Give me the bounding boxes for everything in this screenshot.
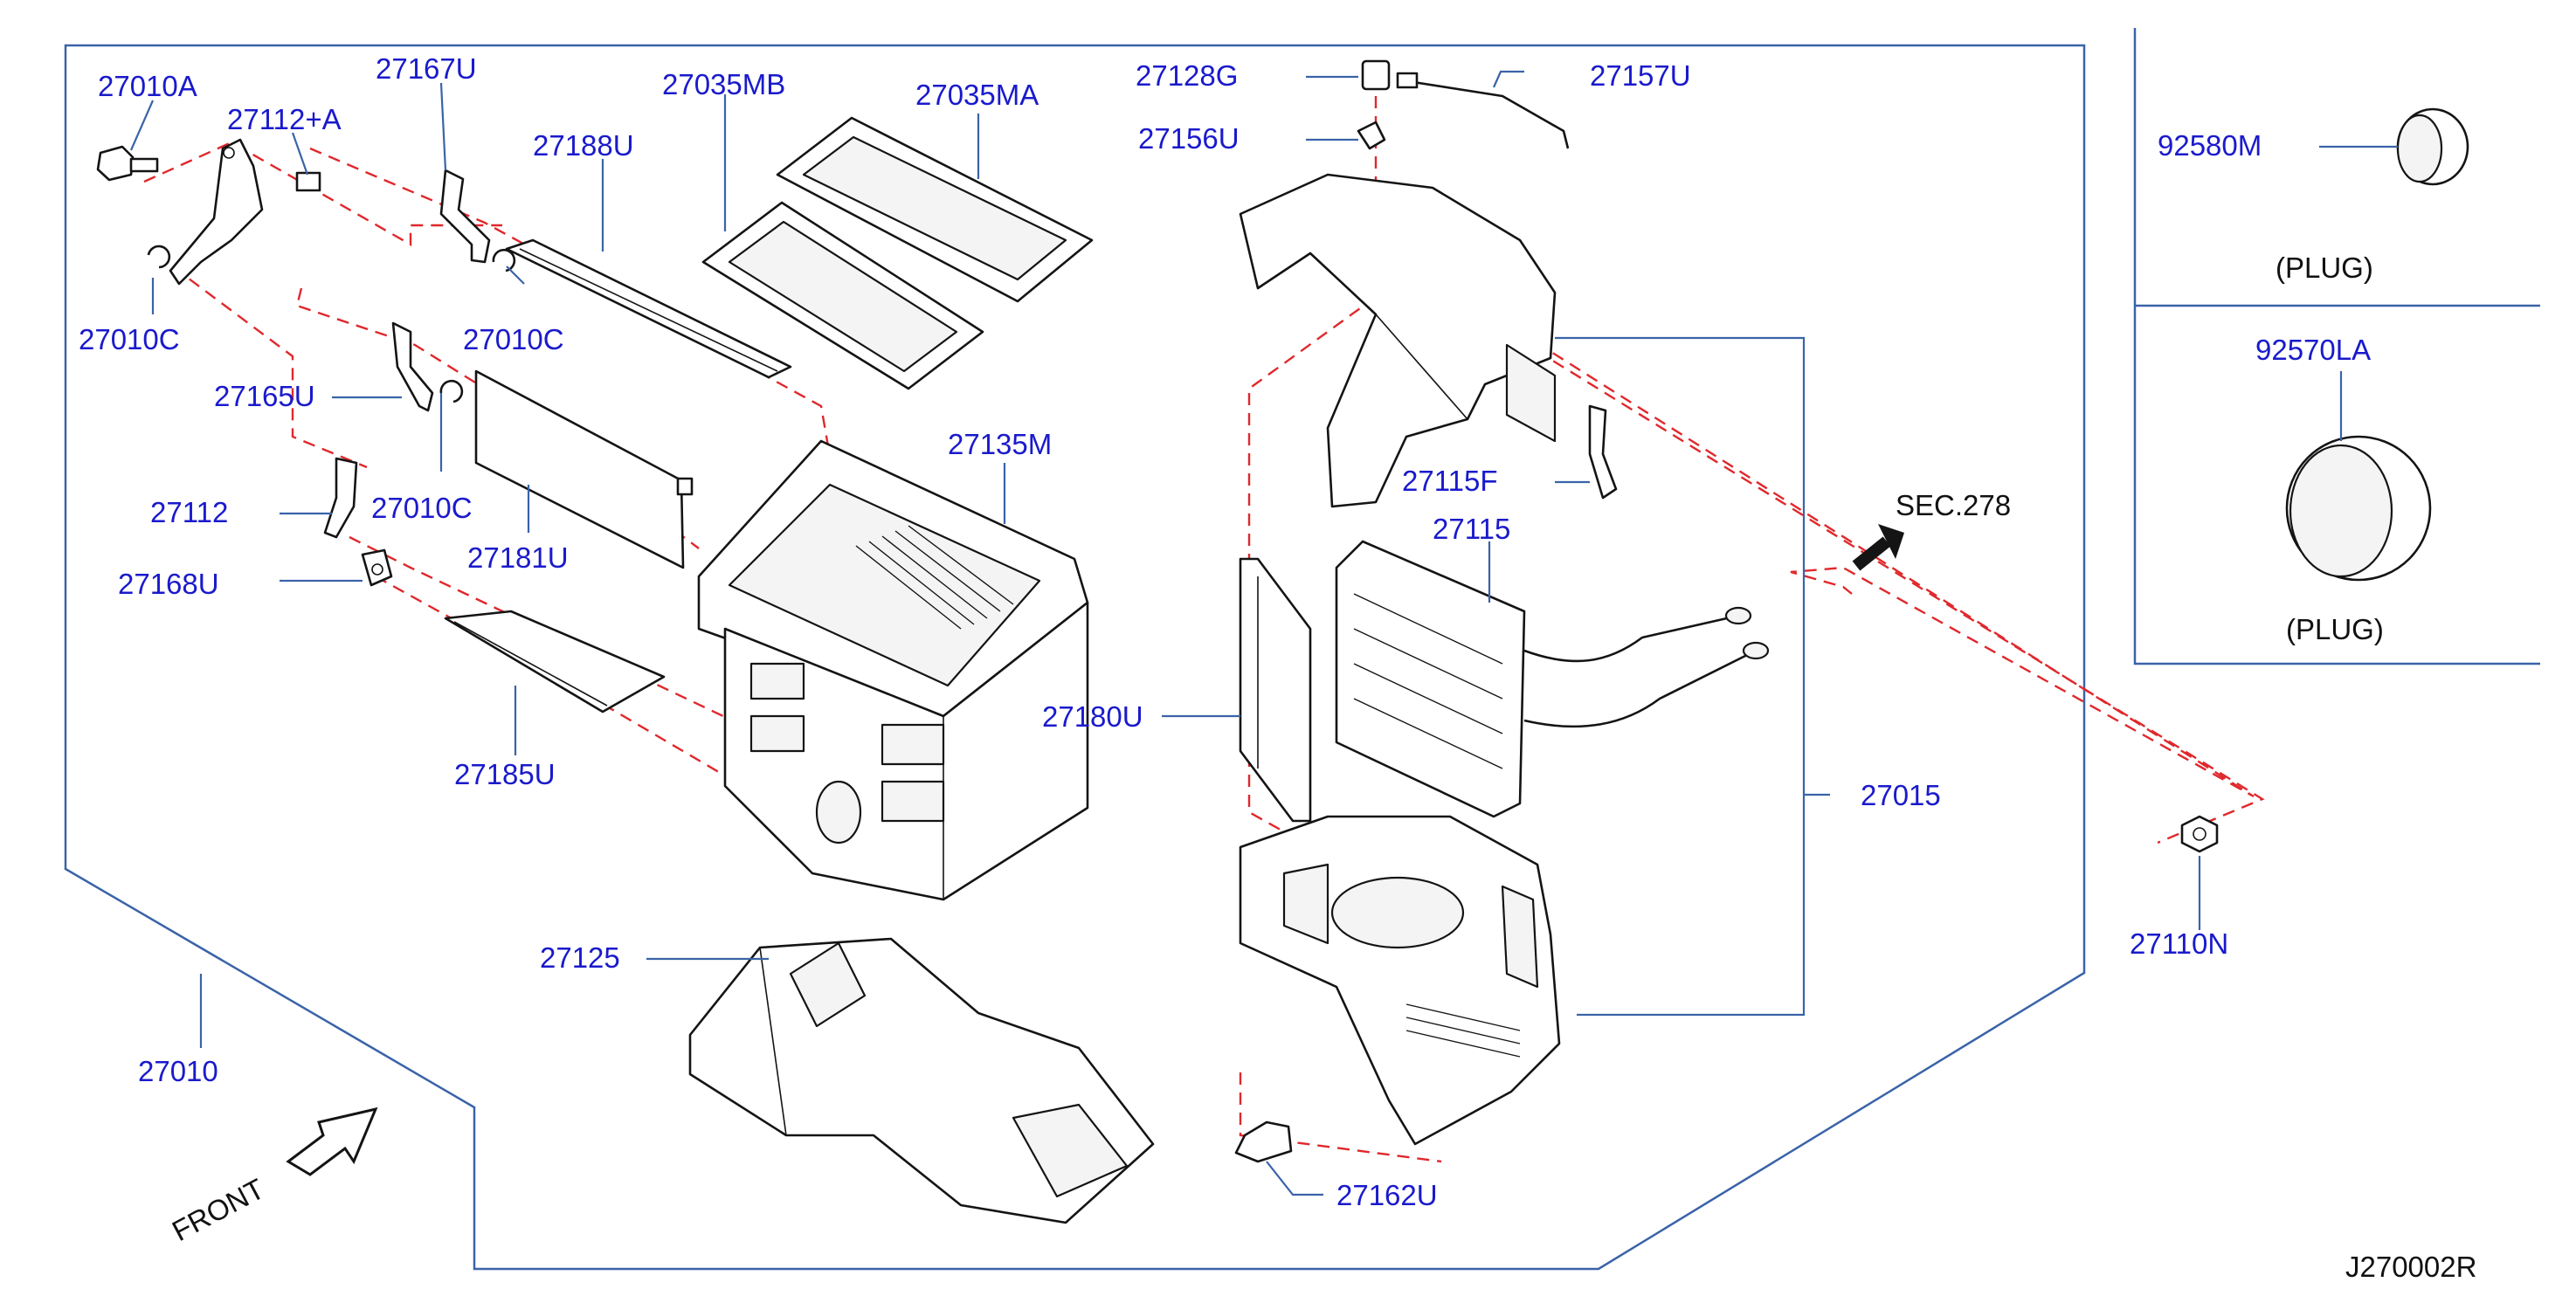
label-27125: 27125	[540, 941, 620, 974]
label-27010C-1: 27010C	[79, 323, 180, 355]
lever-27165U	[391, 321, 464, 412]
label-27181U: 27181U	[467, 541, 569, 574]
plug-panels	[2133, 28, 2540, 665]
clip-27115F	[1588, 404, 1618, 500]
label-27010C-3: 27010C	[371, 492, 473, 524]
sec-278-arrow-icon	[1852, 524, 1904, 571]
label-92570LA: 92570LA	[2255, 334, 2371, 366]
plug-label-2: (PLUG)	[2286, 613, 2384, 645]
evaporator-27180U	[1239, 557, 1312, 823]
bracket-27162U	[1234, 1120, 1293, 1163]
label-27010C-2: 27010C	[463, 323, 564, 355]
label-27035MB: 27035MB	[662, 68, 785, 100]
assembly-frame	[64, 44, 2086, 1271]
lower-duct-27125	[688, 937, 1155, 1224]
label-27128G: 27128G	[1136, 59, 1238, 92]
part-number-labels: 27010A 27112+A 27167U 27035MB 27035MA 27…	[79, 52, 2371, 1211]
bolt-27010A	[96, 145, 159, 182]
leader-lines	[129, 70, 2398, 1196]
section-ref-label: SEC.278	[1896, 489, 2011, 521]
nut-27110N	[2180, 815, 2219, 853]
upper-case-27015	[1239, 173, 1557, 508]
label-27010: 27010	[138, 1055, 218, 1087]
plug-92580M	[2396, 107, 2469, 186]
label-27135M: 27135M	[948, 428, 1052, 460]
front-arrow-icon	[286, 1106, 378, 1176]
lever-27167U	[439, 169, 516, 272]
label-27115: 27115	[1433, 513, 1510, 545]
label-92580M: 92580M	[2158, 129, 2262, 162]
label-27168U: 27168U	[118, 568, 219, 600]
filter-frame-27035MB	[701, 201, 984, 390]
heater-core-27115	[1335, 540, 1770, 818]
lower-case-27015	[1239, 815, 1561, 1146]
damper-27188U	[505, 238, 792, 379]
upper-housing-27135M	[697, 439, 1089, 901]
label-27162U: 27162U	[1336, 1179, 1438, 1211]
label-27188U: 27188U	[533, 129, 634, 162]
door-27181U	[474, 369, 694, 569]
label-27157U: 27157U	[1590, 59, 1691, 92]
bracket-27112A	[169, 138, 321, 286]
label-27115F: 27115F	[1402, 465, 1497, 497]
plug-label-1: (PLUG)	[2276, 252, 2373, 284]
filter-frame-27035MA	[776, 116, 1094, 303]
label-27110N: 27110N	[2130, 927, 2228, 960]
label-27167U: 27167U	[376, 52, 477, 85]
tube-27157U	[1396, 72, 1570, 149]
lever-27112	[323, 457, 358, 539]
sensor-27128G	[1361, 59, 1391, 91]
bracket-27168U	[361, 548, 393, 587]
front-label: FRONT	[167, 1172, 270, 1247]
clip-27010C-left	[147, 245, 171, 269]
plug-92570LA	[2285, 435, 2432, 582]
label-27185U: 27185U	[454, 758, 556, 790]
label-27180U: 27180U	[1042, 700, 1143, 733]
label-27015: 27015	[1861, 779, 1941, 811]
clip-27156U	[1357, 121, 1386, 150]
diagram-code: J270002R	[2345, 1251, 2476, 1283]
label-27112: 27112	[150, 496, 228, 528]
label-27165U: 27165U	[214, 380, 315, 412]
label-27035MA: 27035MA	[915, 79, 1039, 111]
label-27156U: 27156U	[1138, 122, 1240, 155]
label-27010A: 27010A	[98, 70, 197, 102]
label-27112A: 27112+A	[227, 103, 342, 135]
door-27185U	[444, 610, 666, 713]
